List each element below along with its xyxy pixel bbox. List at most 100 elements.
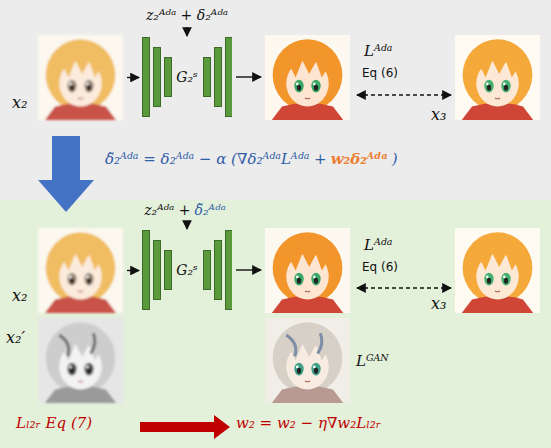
update-arrow — [140, 415, 230, 439]
drawing-part — [286, 333, 322, 356]
generator-bar — [215, 48, 222, 107]
generator-bar — [143, 231, 150, 310]
drawing-part — [311, 80, 320, 93]
flow-arrow — [357, 94, 451, 95]
drawing-part — [55, 327, 107, 367]
image-box: x₂ — [38, 35, 123, 120]
equation-part: ) — [392, 150, 398, 168]
equation-line: z₂ᴬᵈᵃ +δ̃₂ᴬᵈᵃ — [144, 202, 230, 218]
formula-label: Lₗ₂ᵣ Eq (7) — [16, 414, 92, 432]
drawing-part — [314, 85, 318, 91]
flow-arrow — [127, 270, 139, 271]
flow-arrow — [186, 221, 187, 229]
drawing-part — [486, 276, 489, 279]
generator-bar — [143, 38, 150, 117]
drawing-part — [296, 83, 299, 86]
drawing-part — [314, 278, 318, 284]
drawing-part — [314, 368, 318, 374]
face-image — [38, 228, 123, 313]
drawing-part — [297, 368, 301, 374]
image-label: x₂ — [12, 286, 27, 305]
drawing-part — [38, 318, 123, 403]
drawing-part — [305, 290, 310, 292]
drawing-part — [70, 368, 74, 374]
face-image — [265, 228, 350, 313]
drawing-part — [297, 85, 301, 91]
image-label: x₂′ — [6, 328, 25, 347]
drawing-part — [313, 366, 316, 369]
drawing-part — [282, 327, 334, 367]
drawing-part — [265, 35, 350, 120]
generator-bar — [204, 58, 211, 97]
flow-arrow — [127, 77, 139, 78]
drawing-part — [297, 278, 301, 284]
drawing-part — [84, 363, 93, 376]
face-image — [38, 318, 123, 403]
formula-label: w₂ = w₂ − η∇w₂Lₗ₂ᵣ — [236, 414, 381, 432]
top-panel — [0, 0, 551, 200]
drawing-part — [265, 318, 350, 403]
drawing-part — [294, 80, 303, 93]
drawing-part — [59, 333, 95, 356]
drawing-part — [67, 273, 76, 286]
flow-arrow — [236, 76, 261, 77]
formula-label: Lᴬᵈᵃ — [364, 42, 392, 60]
drawing-part — [294, 363, 303, 376]
image-label: x₃ — [431, 105, 446, 124]
generator-bar — [154, 48, 161, 107]
drawing-part — [504, 85, 508, 91]
drawing-part — [78, 290, 83, 292]
drawing-part — [67, 80, 76, 93]
drawing-part — [55, 44, 107, 84]
drawing-part — [46, 39, 116, 110]
drawing-part — [69, 366, 72, 369]
image-box: x₃ — [455, 228, 540, 313]
update-arrow — [38, 136, 94, 212]
drawing-part — [84, 273, 93, 286]
drawing-part — [501, 273, 510, 286]
drawing-part — [87, 85, 91, 91]
drawing-part — [504, 278, 508, 284]
drawing-part — [46, 322, 116, 393]
formula-label: Lᴬᵈᵃ — [364, 236, 392, 254]
equation-part: δ̃₂ᴬᵈᵃ — [195, 202, 226, 218]
generator-block: G₂ˢ — [142, 230, 232, 310]
drawing-part — [311, 273, 320, 286]
drawing-part — [67, 363, 76, 376]
block-name: G₂ˢ — [176, 69, 198, 86]
drawing-part — [70, 278, 74, 284]
block-name: G₂ˢ — [176, 262, 198, 279]
generator-bar — [226, 38, 233, 117]
drawing-part — [296, 366, 299, 369]
flow-arrow — [357, 287, 451, 288]
flow-arrow — [236, 269, 261, 270]
drawing-part — [472, 44, 524, 84]
drawing-part — [313, 276, 316, 279]
drawing-part — [273, 39, 343, 110]
drawing-part — [69, 276, 72, 279]
drawing-part — [86, 276, 89, 279]
drawing-part — [311, 363, 320, 376]
image-box: x₃ — [455, 35, 540, 120]
drawing-part — [87, 368, 91, 374]
generator-bar — [226, 231, 233, 310]
image-box: x₂ — [38, 228, 123, 313]
drawing-part — [487, 278, 491, 284]
formula-label: Lᴳᴬᴺ — [356, 352, 389, 370]
face-image — [38, 35, 123, 120]
equation-part: w₂δ₂ᴬᵈᵃ — [331, 150, 388, 168]
face-image — [455, 35, 540, 120]
drawing-part — [273, 232, 343, 303]
drawing-part — [472, 237, 524, 277]
generator-bar — [204, 251, 211, 290]
drawing-part — [484, 80, 493, 93]
equation-line: δ̃₂ᴬᵈᵃ = δ₂ᴬᵈᵃ − α (∇δ₂ᴬᵈᵃLᴬᵈᵃ +w₂δ₂ᴬᵈᵃ) — [105, 150, 402, 168]
drawing-part — [78, 380, 83, 382]
drawing-part — [495, 290, 500, 292]
drawing-part — [305, 97, 310, 99]
drawing-part — [463, 39, 533, 110]
drawing-part — [495, 97, 500, 99]
